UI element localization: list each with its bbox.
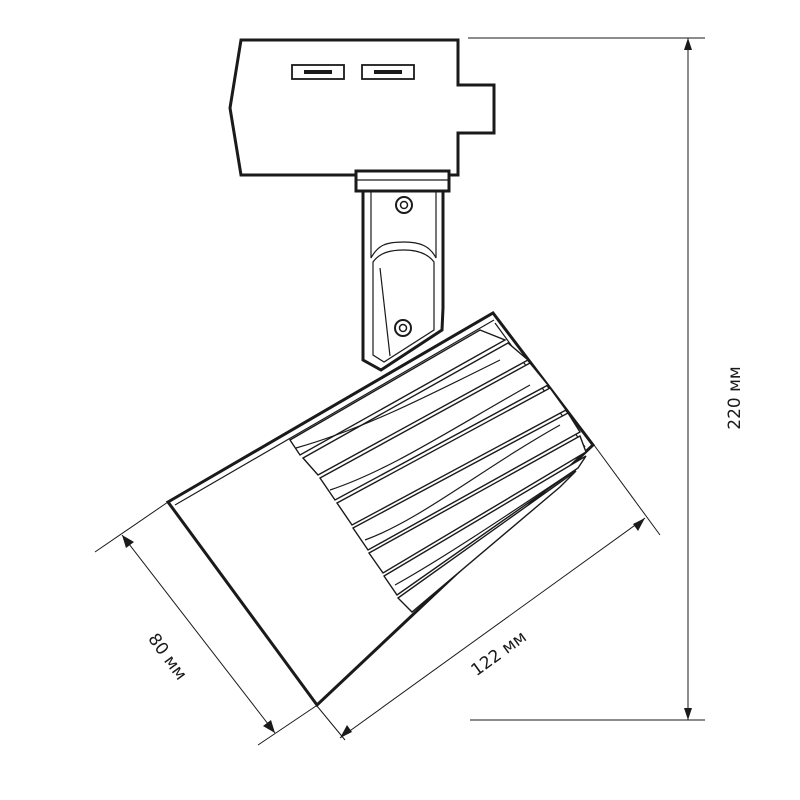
lamp-head [165,311,596,708]
connector-block [354,169,451,193]
diameter-label: 80 мм [143,630,190,684]
screw-upper [395,196,413,214]
mounting-arm [361,189,445,372]
length-label: 122 мм [467,627,530,681]
dimension-height: 220 мм [468,37,745,721]
screw-lower [394,319,412,337]
track-adapter [228,38,496,177]
height-label: 220 мм [725,366,745,430]
